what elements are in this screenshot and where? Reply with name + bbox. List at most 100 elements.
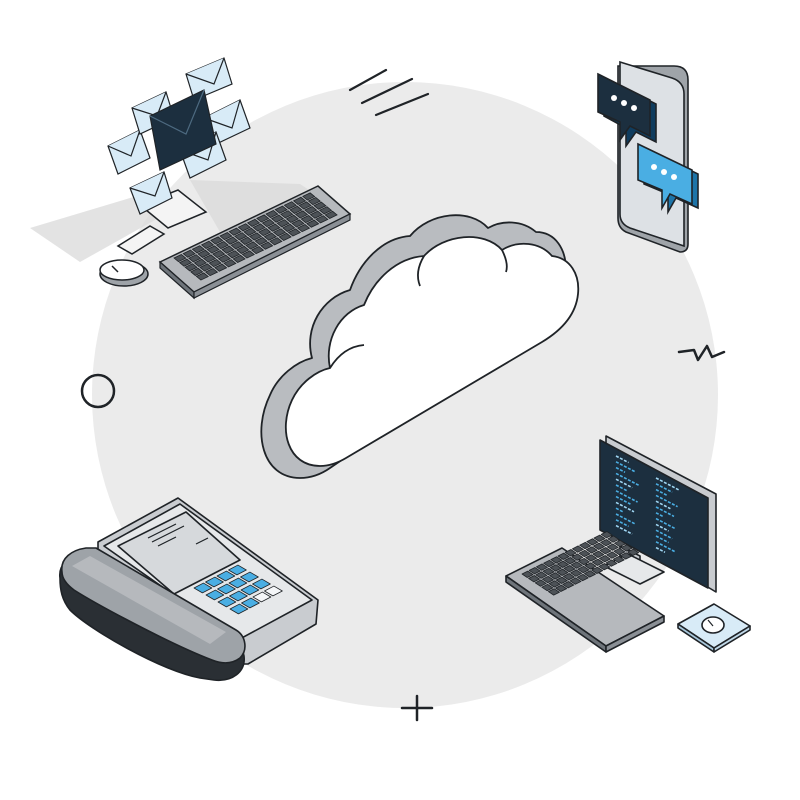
key <box>612 555 625 564</box>
key <box>204 268 219 277</box>
key <box>292 196 307 205</box>
key <box>555 576 568 584</box>
key <box>184 263 198 272</box>
key <box>200 240 215 249</box>
key <box>598 563 611 571</box>
key <box>252 223 266 232</box>
desk-phone-icon <box>59 497 319 681</box>
code-line <box>615 524 633 535</box>
keypad-key <box>217 596 237 608</box>
key <box>557 552 570 560</box>
keypad-key <box>216 570 236 582</box>
code-line <box>655 483 673 493</box>
key <box>528 575 541 583</box>
key <box>569 577 582 585</box>
key <box>593 542 605 550</box>
key <box>254 237 268 246</box>
key <box>208 259 222 268</box>
keypad-key <box>252 578 271 590</box>
key <box>276 219 290 228</box>
key <box>248 232 263 241</box>
key <box>600 539 613 547</box>
key <box>570 561 583 569</box>
code-monitor-icon <box>505 435 751 653</box>
key <box>556 568 569 576</box>
key <box>272 228 287 237</box>
key <box>241 250 255 259</box>
keypad-key <box>252 591 272 603</box>
code-line <box>615 495 631 505</box>
key <box>578 549 591 558</box>
key <box>260 241 274 250</box>
key <box>534 579 547 587</box>
key <box>541 583 554 592</box>
key <box>280 210 294 219</box>
key <box>562 581 575 589</box>
key <box>584 570 596 578</box>
email-workstation <box>30 57 352 300</box>
key <box>591 566 604 574</box>
code-line <box>615 466 626 474</box>
key <box>265 210 279 219</box>
key <box>542 575 554 584</box>
key <box>521 570 534 578</box>
key <box>190 267 204 276</box>
keypad-key <box>193 582 213 594</box>
key <box>182 249 196 258</box>
key <box>577 565 590 574</box>
key <box>586 538 599 546</box>
key <box>313 201 327 210</box>
key <box>202 254 217 263</box>
key <box>215 241 229 250</box>
key <box>224 236 239 245</box>
decorative-ring <box>80 373 116 409</box>
key <box>291 219 305 228</box>
zigzag-icon <box>677 344 726 362</box>
key <box>550 556 563 564</box>
code-line <box>655 506 675 518</box>
keypad-key <box>217 583 236 595</box>
key <box>214 263 228 272</box>
key <box>324 210 338 219</box>
decorative-lines <box>348 68 430 117</box>
key <box>579 541 592 550</box>
key <box>605 559 618 567</box>
key <box>309 210 323 219</box>
chat-bubble-icon <box>597 72 657 149</box>
keypad-key <box>228 577 248 589</box>
code-line <box>655 529 673 540</box>
key <box>572 545 584 553</box>
key <box>306 219 320 228</box>
key <box>606 551 619 559</box>
key <box>564 549 577 557</box>
key <box>627 548 640 556</box>
key <box>212 250 226 259</box>
key <box>535 571 548 579</box>
key <box>278 232 292 241</box>
key <box>557 560 569 568</box>
key <box>304 206 318 215</box>
phone-chat-icon <box>597 60 699 253</box>
keypad-key <box>205 576 224 588</box>
key <box>246 218 261 227</box>
key <box>283 201 297 210</box>
keypad-key <box>228 564 247 576</box>
mouse-icon <box>677 603 751 653</box>
key <box>584 562 597 570</box>
keypad-key <box>229 590 248 602</box>
key <box>600 531 613 539</box>
code-line <box>615 478 633 489</box>
key <box>607 535 620 543</box>
mouse-icon <box>99 259 149 287</box>
key <box>237 223 251 232</box>
key <box>245 241 259 250</box>
key <box>261 219 275 228</box>
key <box>221 245 235 254</box>
code-line <box>615 455 629 464</box>
key <box>287 228 301 237</box>
key <box>614 539 626 548</box>
key <box>274 205 288 214</box>
key <box>269 237 283 246</box>
code-line <box>615 519 629 528</box>
keyboard-keys <box>521 531 640 596</box>
